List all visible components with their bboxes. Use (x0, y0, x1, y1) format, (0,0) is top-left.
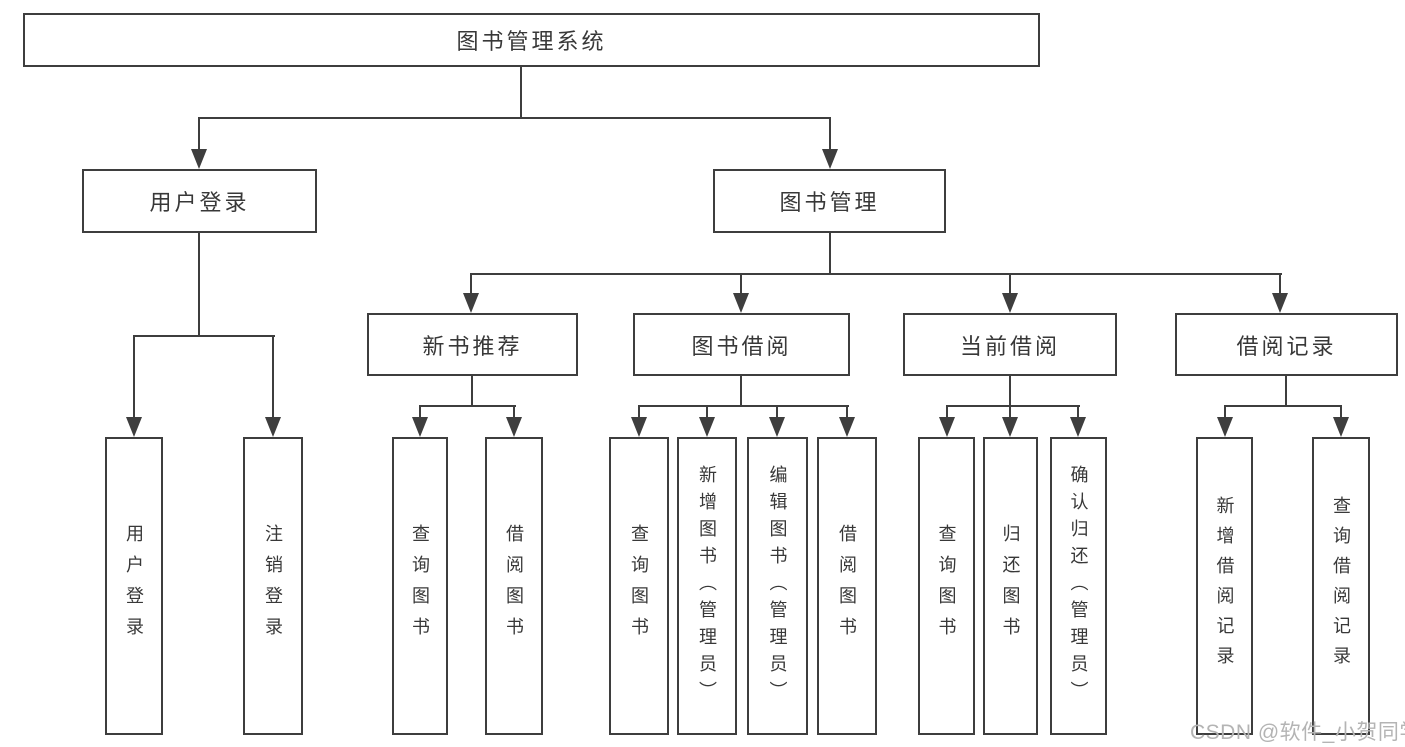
connector-drop-book-mgmt (829, 117, 831, 151)
connector-borrow-record-stem (1285, 376, 1287, 407)
leaf-confirm-return-admin: 确认归还（管理员） (1050, 437, 1107, 735)
node-book-management-label: 图书管理 (779, 190, 880, 215)
leaf-add-books-admin: 新增图书（管理员） (677, 437, 737, 735)
node-root-label: 图书管理系统 (456, 29, 607, 54)
connector-book-mgmt-stem (829, 233, 831, 275)
leaf-query-books-borrowing-label: 查询图书 (629, 524, 649, 648)
leaf-borrow-books: 借阅图书 (817, 437, 877, 735)
leaf-logout-label: 注销登录 (263, 524, 283, 648)
node-book-borrowing-label: 图书借阅 (691, 333, 792, 359)
leaf-borrow-books-recommend-label: 借阅图书 (504, 524, 524, 648)
arrow-current-borrow-icon (1002, 293, 1018, 313)
leaf-user-login-label: 用户登录 (124, 524, 144, 648)
connector-drop-borrow-record (1279, 273, 1281, 295)
arrow-leaf-logout-icon (265, 417, 281, 437)
arrow-d3-icon (1070, 417, 1086, 437)
leaf-confirm-return-admin-label: 确认归还（管理员） (1068, 464, 1089, 708)
connector-new-book-branch (419, 405, 516, 407)
leaf-borrow-books-label: 借阅图书 (837, 524, 857, 648)
connector-drop-book-borrow (740, 273, 742, 295)
connector-current-borrow-stem (1009, 376, 1011, 407)
connector-drop-e2 (1340, 405, 1342, 420)
node-current-borrowing: 当前借阅 (903, 313, 1117, 376)
connector-book-borrow-stem (740, 376, 742, 407)
arrow-b2-icon (506, 417, 522, 437)
arrow-e2-icon (1333, 417, 1349, 437)
leaf-user-login: 用户登录 (105, 437, 163, 735)
arrow-c4-icon (839, 417, 855, 437)
leaf-add-borrow-record-label: 新增借阅记录 (1214, 496, 1235, 676)
connector-root-stem (520, 67, 522, 119)
connector-drop-current-borrow (1009, 273, 1011, 295)
arrow-new-book-icon (463, 293, 479, 313)
connector-drop-e1 (1224, 405, 1226, 420)
arrow-e1-icon (1217, 417, 1233, 437)
csdn-watermark: CSDN @软件_小贺同学 (1190, 721, 1405, 744)
connector-current-borrow-branch (946, 405, 1080, 407)
connector-drop-d1 (946, 405, 948, 420)
leaf-add-borrow-record: 新增借阅记录 (1196, 437, 1253, 735)
arrow-c3-icon (769, 417, 785, 437)
connector-new-book-stem (471, 376, 473, 407)
arrow-user-login-icon (191, 149, 207, 169)
node-new-book-recommend-label: 新书推荐 (422, 333, 523, 359)
leaf-edit-books-admin-label: 编辑图书（管理员） (767, 464, 788, 708)
leaf-logout: 注销登录 (243, 437, 303, 735)
connector-drop-c4 (846, 405, 848, 420)
leaf-query-books-recommend: 查询图书 (392, 437, 448, 735)
leaf-return-books: 归还图书 (983, 437, 1038, 735)
arrow-b1-icon (412, 417, 428, 437)
connector-drop-leaf-logout (272, 335, 274, 419)
connector-drop-b1 (419, 405, 421, 420)
arrow-c2-icon (699, 417, 715, 437)
leaf-borrow-books-recommend: 借阅图书 (485, 437, 543, 735)
connector-drop-user-login (198, 117, 200, 151)
node-borrowing-records: 借阅记录 (1175, 313, 1398, 376)
node-current-borrowing-label: 当前借阅 (959, 333, 1060, 359)
connector-drop-d2 (1009, 405, 1011, 420)
arrow-d1-icon (939, 417, 955, 437)
leaf-query-borrow-record: 查询借阅记录 (1312, 437, 1370, 735)
leaf-query-books-borrowing: 查询图书 (609, 437, 669, 735)
connector-drop-c3 (776, 405, 778, 420)
arrow-d2-icon (1002, 417, 1018, 437)
connector-user-login-stem (198, 233, 200, 337)
connector-drop-c2 (706, 405, 708, 420)
node-user-login: 用户登录 (82, 169, 317, 233)
node-book-management: 图书管理 (713, 169, 946, 233)
arrow-leaf-login-icon (126, 417, 142, 437)
connector-root-branch (198, 117, 831, 119)
arrow-c1-icon (631, 417, 647, 437)
connector-drop-c1 (638, 405, 640, 420)
arrow-book-borrow-icon (733, 293, 749, 313)
connector-book-borrow-branch (638, 405, 849, 407)
arrow-borrow-record-icon (1272, 293, 1288, 313)
leaf-query-books-current-label: 查询图书 (936, 524, 957, 648)
arrow-book-mgmt-icon (822, 149, 838, 169)
connector-borrow-record-branch (1224, 405, 1342, 407)
connector-drop-new-book (470, 273, 472, 295)
node-book-borrowing: 图书借阅 (633, 313, 850, 376)
connector-drop-d3 (1077, 405, 1079, 420)
connector-drop-leaf-login (133, 335, 135, 419)
leaf-query-books-current: 查询图书 (918, 437, 975, 735)
connector-level3-branch (470, 273, 1282, 275)
connector-drop-b2 (513, 405, 515, 420)
node-user-login-label: 用户登录 (149, 190, 250, 215)
node-root: 图书管理系统 (23, 13, 1040, 67)
leaf-edit-books-admin: 编辑图书（管理员） (747, 437, 808, 735)
node-borrowing-records-label: 借阅记录 (1236, 333, 1337, 359)
leaf-query-books-recommend-label: 查询图书 (410, 524, 430, 648)
node-new-book-recommend: 新书推荐 (367, 313, 578, 376)
leaf-return-books-label: 归还图书 (1000, 524, 1021, 648)
leaf-query-borrow-record-label: 查询借阅记录 (1331, 496, 1351, 676)
leaf-add-books-admin-label: 新增图书（管理员） (697, 464, 717, 708)
connector-user-login-branch (133, 335, 275, 337)
